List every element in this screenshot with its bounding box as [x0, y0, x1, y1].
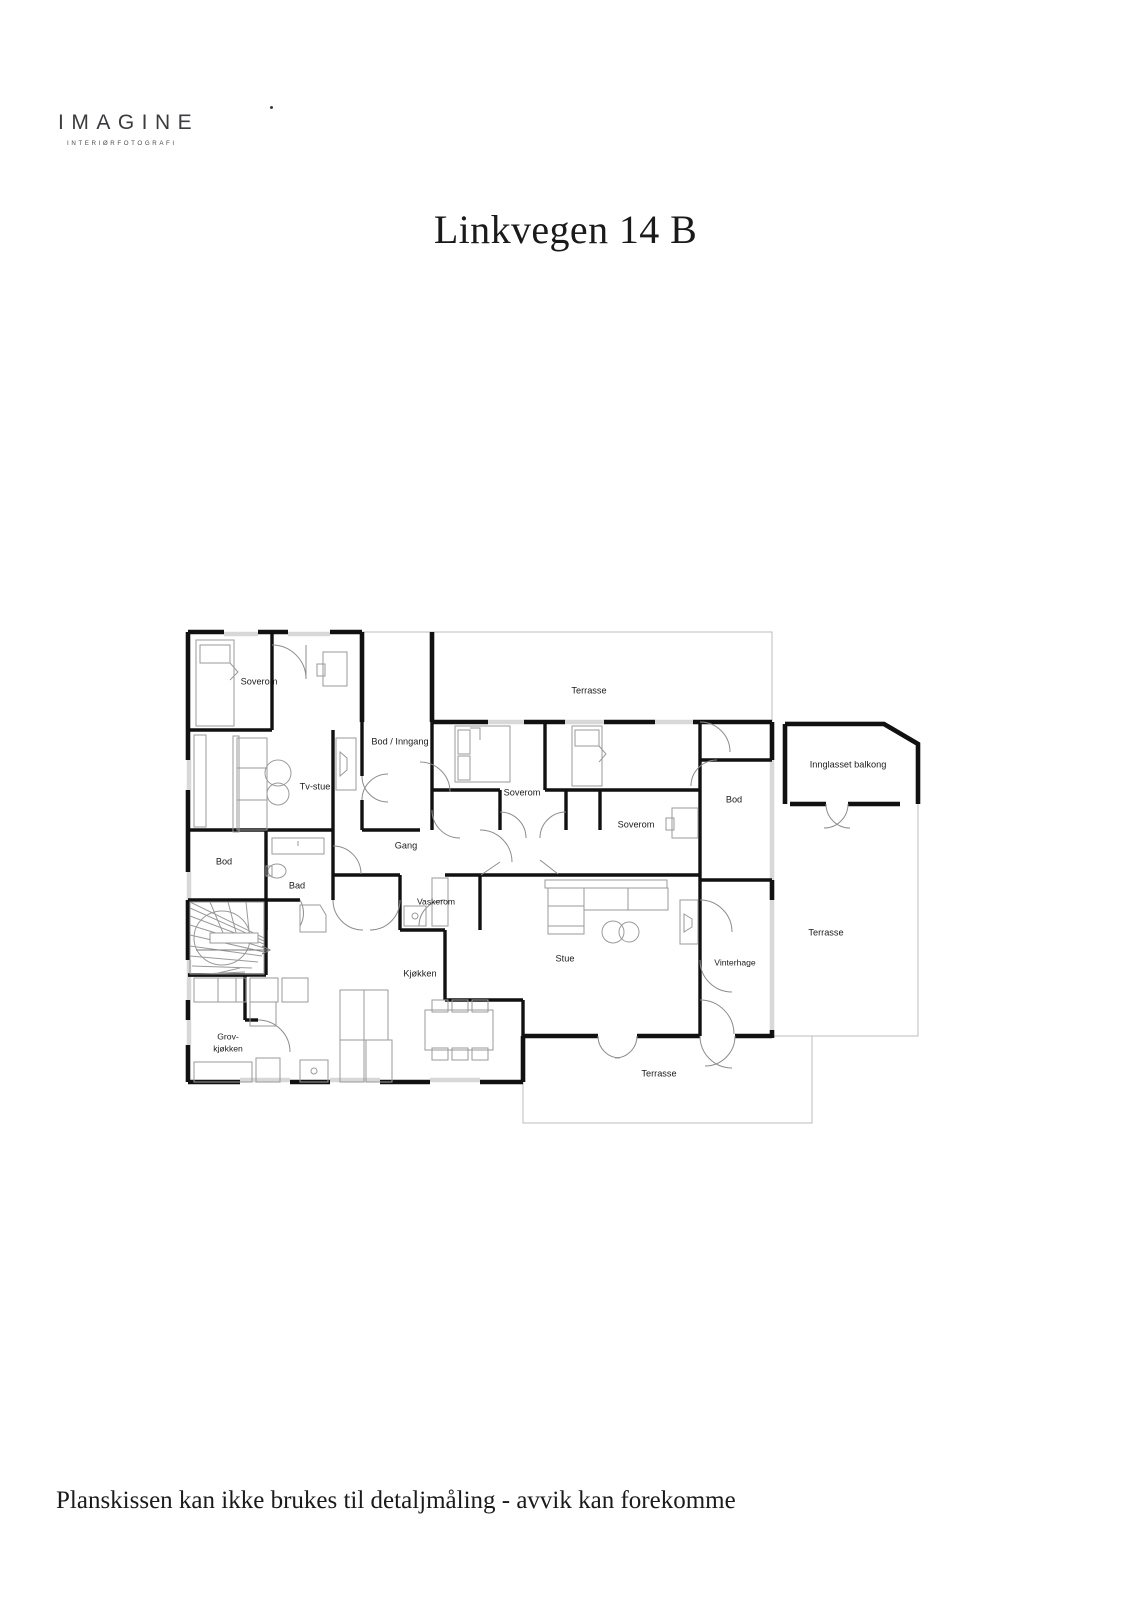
room-label-bad: Bad — [289, 880, 305, 890]
room-label-terrasse-nord: Terrasse — [571, 685, 606, 695]
room-label-stue: Stue — [556, 953, 575, 963]
furniture — [189, 639, 699, 1083]
logo-tagline: INTERIØRFOTOGRAFI — [67, 140, 177, 147]
logo-wordmark: IMAGINE — [58, 106, 278, 134]
company-logo: IMAGINE INTERIØRFOTOGRAFI — [58, 106, 278, 147]
room-label-grovkjokken-line1: Grov- — [217, 1031, 239, 1041]
window-segments — [186, 631, 900, 1083]
room-label-vaskerom: Vaskerom — [417, 896, 455, 906]
logo-wordmark-text: IMAGINE — [58, 111, 200, 134]
room-label-bod-vest: Bod — [216, 856, 232, 866]
logo-accent-dot — [270, 106, 273, 109]
room-label-vinterhage: Vinterhage — [714, 957, 756, 967]
staircase — [189, 901, 272, 975]
room-label-tv-stue: Tv-stue — [300, 781, 331, 791]
room-labels: Soverom Tv-stue Bod / Inngang Terrasse S… — [213, 676, 886, 1078]
disclaimer-note: Planskissen kan ikke brukes til detaljmå… — [56, 1487, 736, 1514]
room-label-soverom-2: Soverom — [504, 787, 541, 797]
door-swings — [257, 644, 851, 1069]
room-label-grovkjokken-line2: kjøkken — [213, 1043, 243, 1053]
room-label-innglasset-balkong: Innglasset balkong — [810, 759, 887, 769]
room-label-kjokken: Kjøkken — [403, 968, 436, 978]
room-label-terrasse-sor: Terrasse — [641, 1068, 676, 1078]
exterior-walls — [185, 629, 921, 1085]
room-label-gang: Gang — [395, 840, 417, 850]
room-label-bod-inngang: Bod / Inngang — [371, 736, 428, 746]
room-label-soverom-1: Soverom — [241, 676, 278, 686]
room-label-bod-ost: Bod — [726, 794, 742, 804]
room-label-soverom-3: Soverom — [618, 819, 655, 829]
room-label-terrasse-ost: Terrasse — [808, 927, 843, 937]
page-title: Linkvegen 14 B — [433, 207, 698, 252]
interior-walls — [188, 632, 772, 1036]
